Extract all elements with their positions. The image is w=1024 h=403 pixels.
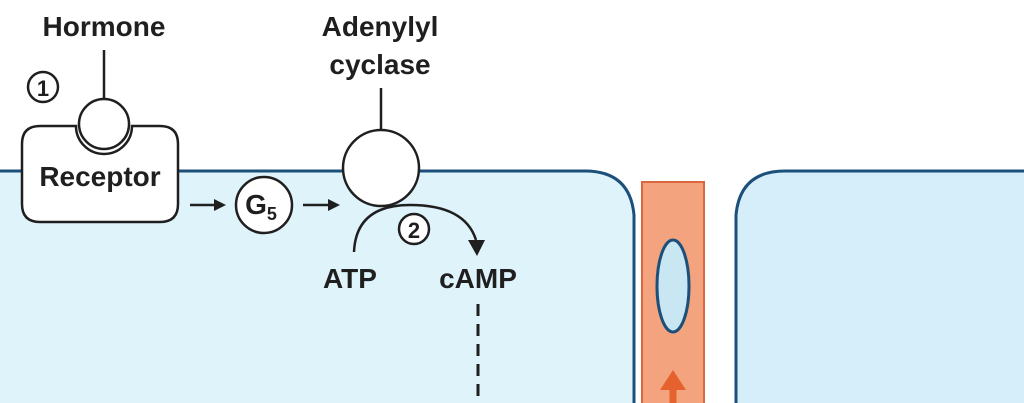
cyclase-label: cyclase (329, 49, 430, 80)
adenylyl-label: Adenylyl (322, 11, 439, 42)
upward-arrow-icon (660, 370, 686, 403)
receptor-shape (20, 124, 180, 224)
left-cell-membrane (0, 169, 636, 403)
hormone-ball (77, 97, 131, 151)
left-cell (0, 171, 634, 403)
step-2-marker: 2 (397, 212, 431, 246)
receptor-label: Receptor (39, 161, 160, 192)
conversion-arc (352, 203, 478, 253)
hormone-label: Hormone (43, 11, 166, 42)
adenylyl-cyclase-circle (341, 128, 421, 208)
right-cell (736, 171, 1024, 403)
vesicle (655, 238, 691, 334)
arrow-g-to-cyclase (303, 199, 340, 211)
conversion-arrowhead (468, 240, 485, 256)
step-1-marker: 1 (26, 70, 60, 104)
g-protein-label: G5 (245, 189, 277, 224)
arrow-receptor-to-g (190, 199, 226, 211)
svg-text:1: 1 (37, 76, 49, 101)
svg-text:2: 2 (408, 218, 420, 243)
camp-label: cAMP (439, 263, 517, 294)
g-protein-circle (234, 175, 294, 235)
right-cell-membrane (734, 169, 1024, 403)
atp-label: ATP (323, 263, 377, 294)
